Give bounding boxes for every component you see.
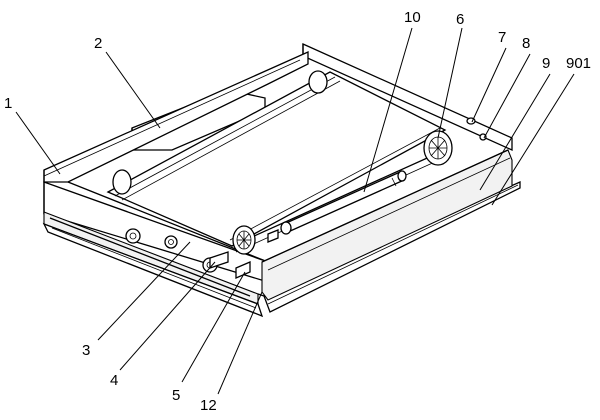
bracket-block-4 <box>209 251 229 269</box>
roller-bar <box>280 170 407 235</box>
label-901: 901 <box>566 55 591 72</box>
sprocket-b <box>164 235 178 249</box>
wheel-right <box>423 130 453 166</box>
sprocket-a <box>125 228 141 244</box>
label-1: 1 <box>4 95 12 112</box>
label-4: 4 <box>110 372 118 389</box>
label-10: 10 <box>404 9 421 26</box>
bracket-block-a <box>267 229 279 243</box>
label-2: 2 <box>94 35 102 52</box>
label-8: 8 <box>522 35 530 52</box>
label-12: 12 <box>200 397 217 414</box>
leader-lines <box>15 27 575 395</box>
conveyor-belt <box>106 70 447 247</box>
lower-chain-guide <box>42 211 264 318</box>
label-9: 9 <box>542 55 550 72</box>
label-5: 5 <box>172 387 180 404</box>
bracket-block-5 <box>235 261 251 279</box>
label-3: 3 <box>82 342 90 359</box>
label-6: 6 <box>456 11 464 28</box>
wheel-left <box>232 225 256 255</box>
label-7: 7 <box>498 29 506 46</box>
front-trough <box>261 149 513 301</box>
bolt-part <box>466 117 487 141</box>
